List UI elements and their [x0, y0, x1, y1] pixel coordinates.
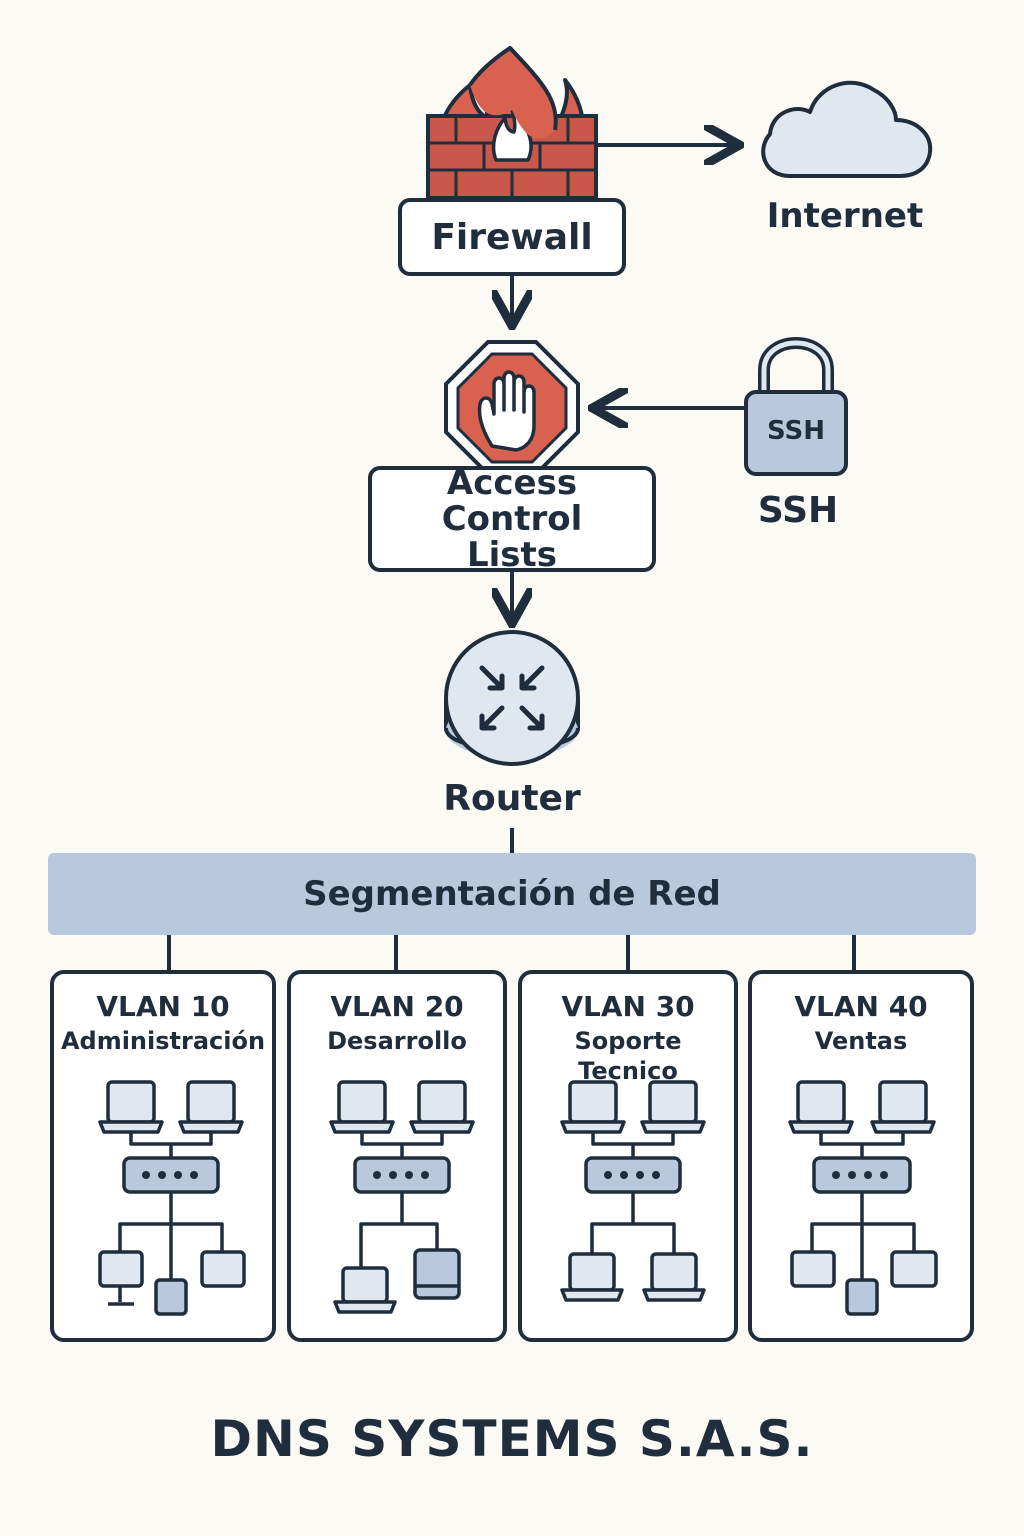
vlan-id: VLAN 20 [330, 990, 464, 1023]
laptop-icon [178, 1080, 244, 1134]
ssh-badge: SSH [766, 416, 826, 446]
desktop-icon [890, 1250, 938, 1288]
vlan-card-10: VLAN 10 Administración [50, 970, 276, 1342]
laptop-icon [560, 1252, 624, 1302]
vlan-name: Ventas [814, 1027, 908, 1055]
vlan-topology [788, 1080, 938, 1316]
laptop-icon [329, 1080, 395, 1134]
padlock-icon [744, 337, 848, 476]
segmentation-bar: Segmentación de Red [48, 853, 976, 935]
company-name: DNS SYSTEMS S.A.S. [210, 1410, 814, 1468]
router-label: Router [443, 778, 581, 819]
laptop-icon [333, 1266, 397, 1314]
vlan-name: Desarrollo [327, 1027, 467, 1055]
vlan-card-20: VLAN 20 Desarrollo [287, 970, 507, 1342]
switch-icon [353, 1156, 451, 1194]
switch-icon [812, 1156, 912, 1194]
tablet-icon [845, 1278, 879, 1316]
acl-label-line2: Lists [466, 535, 558, 575]
vlan-id: VLAN 10 [96, 990, 230, 1023]
desktop-icon [790, 1250, 836, 1288]
vlan-id: VLAN 40 [794, 990, 928, 1023]
segmentation-label: Segmentación de Red [303, 874, 721, 914]
switch-icon [584, 1156, 682, 1194]
vlan-id: VLAN 30 [561, 990, 695, 1023]
laptop-icon [560, 1080, 626, 1134]
firewall-label: Firewall [431, 216, 593, 258]
laptop-icon [98, 1080, 164, 1134]
vlan-topology [98, 1080, 246, 1316]
switch-icon [122, 1156, 220, 1194]
vlan-topology [560, 1080, 706, 1302]
tablet-icon [154, 1278, 188, 1316]
vlan-name: Administración [60, 1027, 266, 1055]
ssh-label: SSH [757, 490, 839, 531]
internet-label: Internet [766, 196, 924, 236]
router-icon [444, 630, 580, 766]
laptop-icon [788, 1080, 854, 1134]
laptop-icon [642, 1252, 706, 1302]
laptop-icon [409, 1080, 475, 1134]
vlan-card-40: VLAN 40 Ventas [748, 970, 974, 1342]
vlan-card-30: VLAN 30 Soporte Tecnico [518, 970, 738, 1342]
acl-label-line1: Access Control [441, 463, 583, 539]
firewall-node: Firewall [398, 198, 626, 276]
vlan-topology [329, 1080, 475, 1314]
tablet-icon [413, 1248, 461, 1300]
cloud-icon [761, 80, 933, 178]
laptop-icon [640, 1080, 706, 1134]
acl-node: Access Control Lists [368, 463, 656, 575]
firewall-icon [426, 46, 598, 200]
desktop-icon [98, 1250, 144, 1306]
desktop-icon [200, 1250, 246, 1288]
laptop-icon [870, 1080, 936, 1134]
stop-hand-icon [444, 340, 580, 476]
